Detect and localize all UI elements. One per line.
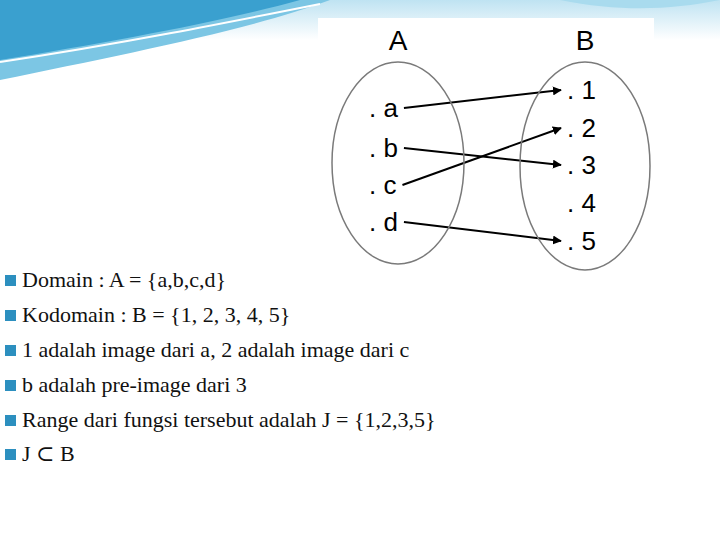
set-element: . 1 (565, 75, 598, 105)
element-text: . 2 (567, 113, 596, 143)
element-text: . 5 (567, 226, 596, 256)
picture-panel (318, 18, 654, 274)
set-element: . a (367, 93, 400, 123)
element-text: . 4 (567, 188, 596, 218)
element-text: . d (369, 207, 398, 237)
element-text: . 1 (567, 75, 596, 105)
bullet (5, 449, 16, 460)
set-element: . b (367, 133, 400, 163)
set-ellipse: A . a . b . c . d (330, 24, 466, 266)
set-element: . d (367, 207, 400, 237)
element-text: . 3 (567, 150, 596, 180)
mapping-arrow (404, 90, 561, 108)
set-element: . 5 (565, 226, 598, 256)
bullet (5, 275, 16, 286)
element-text: . a (369, 93, 398, 123)
bullet (5, 380, 16, 391)
set-ellipse: B . 1 . 2 . 3 . 4 . 5 (518, 24, 652, 272)
swoosh-line (0, 4, 320, 62)
element-text: . c (369, 170, 396, 200)
bullet (5, 345, 16, 356)
swoosh (0, 0, 330, 80)
bullet (5, 415, 16, 426)
element-text: . b (369, 133, 398, 163)
swoosh-dark (0, 0, 300, 60)
ellipse-outline (330, 60, 466, 266)
ellipse (332, 62, 464, 264)
mapping-arrow (402, 128, 561, 185)
ellipse (520, 62, 650, 270)
bullet-text: Kodomain : B = {1, 2, 3, 4, 5} (22, 301, 290, 329)
set-element: . 3 (565, 150, 598, 180)
set-name: B (518, 24, 652, 58)
bullet-text: 1 adalah image dari a, 2 adalah image da… (22, 336, 409, 364)
bullet-text: b adalah pre-image dari 3 (22, 371, 247, 399)
set-name: A (330, 24, 466, 58)
bullet (5, 310, 16, 321)
bullet-text: Range dari fungsi tersebut adalah J = {1… (22, 406, 436, 434)
bullet-text: Domain : A = {a,b,c,d} (22, 266, 226, 294)
set-element: . 4 (565, 188, 598, 218)
bullet-markers (5, 275, 16, 460)
set-element: . 2 (565, 113, 598, 143)
bullet-text: J ⊂ B (22, 440, 75, 468)
set-element: . c (367, 170, 398, 200)
swoosh-right (560, 0, 720, 8)
